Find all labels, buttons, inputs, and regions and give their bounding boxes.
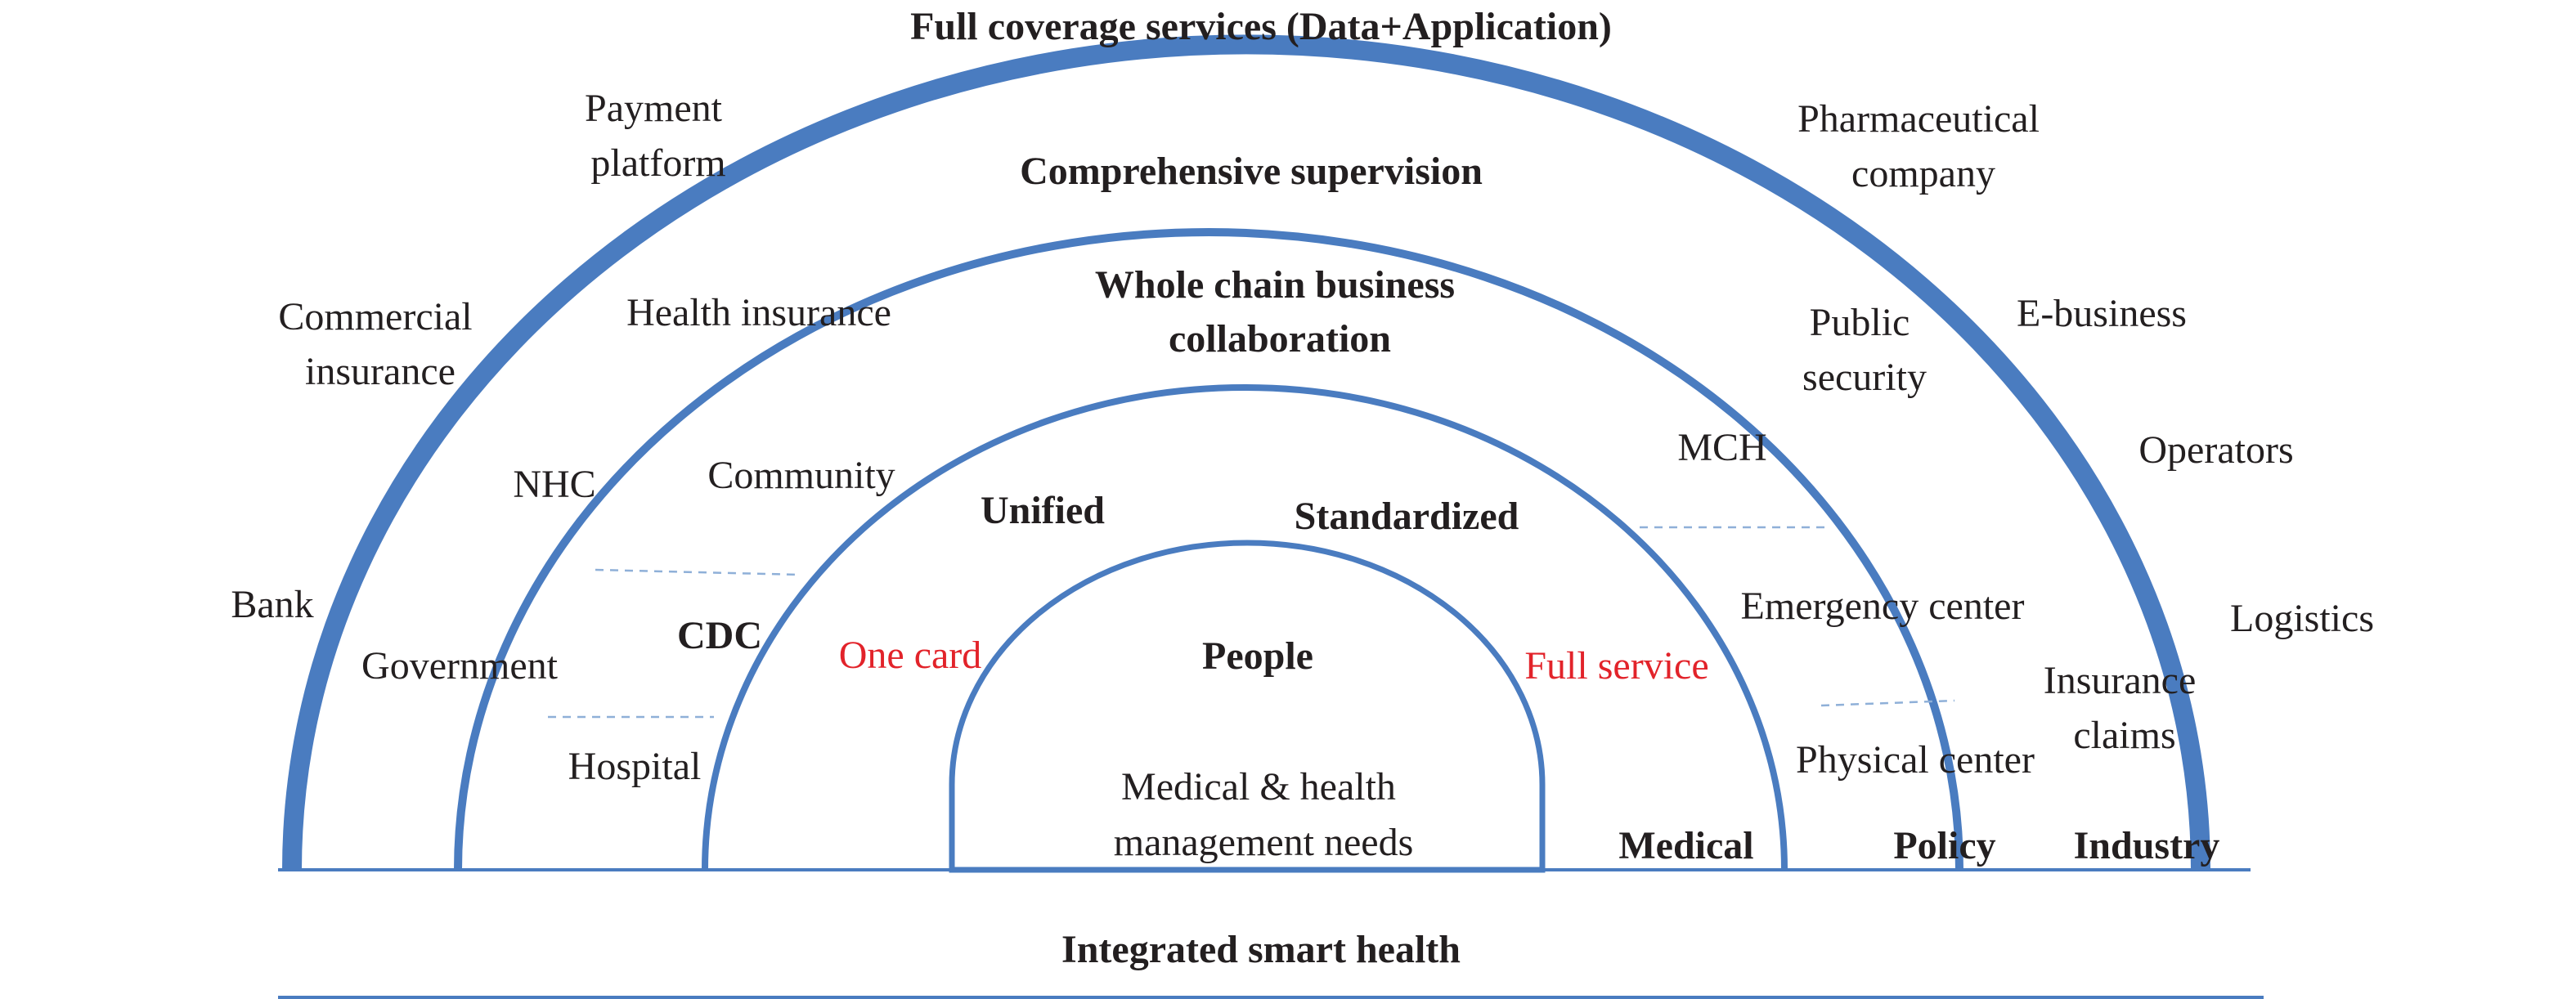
core-needs: Medical & health management needs bbox=[1114, 765, 1414, 864]
separator-nhc-government bbox=[595, 568, 801, 576]
label-nhc: NHC bbox=[513, 463, 595, 506]
label-hospital: Hospital bbox=[568, 745, 702, 788]
third-ring-arc bbox=[702, 384, 1788, 871]
label-full-service: Full service bbox=[1524, 644, 1708, 688]
core-semicircle bbox=[949, 540, 1546, 873]
label-public-security: Public security bbox=[1802, 301, 1927, 399]
third-ring-base-label: Medical bbox=[1618, 824, 1753, 867]
label-physical-center: Physical center bbox=[1796, 738, 2035, 782]
label-payment-platform: Payment platform bbox=[585, 87, 732, 185]
third-ring-left-header: Unified bbox=[981, 489, 1105, 532]
second-ring-base-label: Policy bbox=[1893, 824, 1995, 867]
label-cdc: CDC bbox=[677, 614, 762, 657]
label-operators: Operators bbox=[2138, 428, 2293, 472]
diagram-footer: Integrated smart health bbox=[1061, 928, 1461, 971]
label-emergency-center: Emergency center bbox=[1741, 585, 2025, 628]
outer-ring-base-label: Industry bbox=[2074, 824, 2220, 867]
second-ring-header: Whole chain business collaboration bbox=[1095, 263, 1465, 361]
label-logistics: Logistics bbox=[2230, 597, 2374, 640]
label-health-insurance: Health insurance bbox=[626, 291, 891, 334]
outer-ring-header: Comprehensive supervision bbox=[1020, 150, 1483, 193]
label-e-business: E-business bbox=[2017, 292, 2187, 335]
label-insurance-claims: Insurance claims bbox=[2044, 659, 2206, 757]
label-one-card: One card bbox=[839, 634, 982, 677]
label-commercial-insurance: Commercial insurance bbox=[278, 295, 482, 393]
separator-emergency-physical bbox=[1820, 699, 1955, 707]
label-mch: MCH bbox=[1677, 426, 1766, 469]
third-ring-right-header: Standardized bbox=[1295, 495, 1519, 538]
label-government: Government bbox=[361, 644, 559, 688]
core-header: People bbox=[1202, 634, 1313, 678]
second-ring-arc bbox=[454, 228, 1963, 871]
label-pharmaceutical-company: Pharmaceutical company bbox=[1797, 97, 2049, 195]
diagram-title: Full coverage services (Data+Application… bbox=[910, 5, 1612, 48]
label-bank: Bank bbox=[231, 583, 313, 626]
outer-ring-arc bbox=[282, 34, 2210, 871]
label-community: Community bbox=[707, 454, 895, 497]
